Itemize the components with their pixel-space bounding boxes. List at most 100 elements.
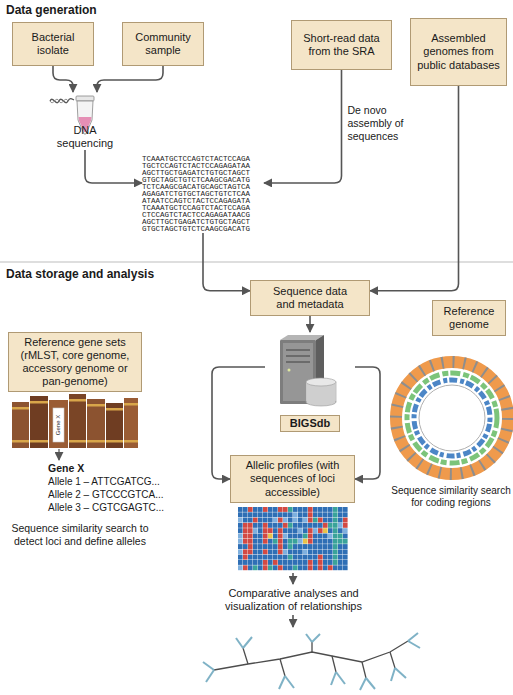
heatmap-cell (288, 512, 293, 517)
heatmap-cell (288, 523, 293, 528)
heatmap-cell (293, 507, 298, 512)
heatmap-cell (283, 544, 288, 549)
heatmap-cell (278, 507, 283, 512)
section-heading: Data generation (6, 3, 97, 17)
illustration-part (332, 656, 336, 672)
heatmap-cell (238, 523, 243, 528)
heatmap-cell (298, 544, 303, 549)
heatmap-cell (338, 539, 343, 544)
heatmap-cell (313, 523, 318, 528)
illustration-part (331, 672, 336, 685)
heatmap-cell (288, 507, 293, 512)
heatmap-cell (338, 507, 343, 512)
heatmap-cell (283, 560, 288, 565)
heatmap-cell (288, 528, 293, 533)
sequence-line: TCAAATGCTCCAGTCTACTCCAGA (142, 156, 264, 163)
heatmap-cell (308, 512, 313, 517)
heatmap-cell (248, 539, 253, 544)
heatmap-cell (253, 528, 258, 533)
phylogenetic-tree (203, 633, 420, 690)
heatmap-cell (273, 523, 278, 528)
source-box: Assembled genomes from public databases (410, 18, 507, 86)
sequence-line: AGCTTGCTGAGATCTGTGCTAGCT (142, 170, 264, 177)
heatmap-cell (318, 555, 323, 560)
heatmap-cell (288, 565, 293, 570)
flow-connector (85, 150, 142, 183)
heatmap-cell (238, 544, 243, 549)
heatmap-cell (303, 518, 308, 523)
heatmap-cell (308, 544, 313, 549)
heatmap-cell (288, 549, 293, 554)
heatmap-cell (268, 565, 273, 570)
section-divider (0, 262, 513, 263)
heatmap-cell (323, 565, 328, 570)
flow-connector (264, 70, 342, 183)
heatmap-cell (343, 544, 348, 549)
heatmap-cell (328, 544, 333, 549)
heatmap-cell (273, 518, 278, 523)
illustration-part (280, 659, 285, 676)
allele-heatmap (238, 507, 348, 570)
heatmap-cell (253, 560, 258, 565)
heatmap-cell (333, 544, 338, 549)
heatmap-cell (293, 549, 298, 554)
heatmap-cell (253, 549, 258, 554)
heatmap-cell (313, 507, 318, 512)
heatmap-cell (248, 555, 253, 560)
heatmap-cell (308, 534, 313, 539)
heatmap-cell (333, 560, 338, 565)
heatmap-cell (328, 507, 333, 512)
flow-connector (203, 233, 250, 291)
heatmap-cell (303, 544, 308, 549)
heatmap-cell (243, 534, 248, 539)
heatmap-cell (263, 512, 268, 517)
heatmap-cell (343, 555, 348, 560)
annotation-text: Sequence similarity search for coding re… (388, 485, 513, 509)
heatmap-cell (248, 544, 253, 549)
heatmap-cell (323, 512, 328, 517)
source-box: Short-read data from the SRA (291, 20, 392, 70)
heatmap-cell (318, 560, 323, 565)
illustration-part (49, 400, 68, 448)
heatmap-cell (278, 512, 283, 517)
heatmap-cell (308, 528, 313, 533)
illustration-part (391, 668, 395, 681)
heatmap-cell (248, 528, 253, 533)
source-box: Community sample (122, 22, 204, 66)
heatmap-cell (278, 544, 283, 549)
heatmap-cell (243, 544, 248, 549)
illustration-part (336, 672, 345, 684)
illustration-part (12, 402, 29, 448)
illustration-part (312, 634, 320, 642)
annotation-text: Sequence similarity search to detect loc… (4, 522, 156, 547)
illustration-part (414, 380, 490, 456)
heatmap-cell (333, 528, 338, 533)
heatmap-cell (328, 523, 333, 528)
heatmap-cell (238, 512, 243, 517)
heatmap-cell (303, 512, 308, 517)
heatmap-cell (238, 560, 243, 565)
heatmap-cell (293, 534, 298, 539)
heatmap-cell (308, 518, 313, 523)
heatmap-cell (298, 539, 303, 544)
heatmap-cell (343, 507, 348, 512)
heatmap-cell (318, 549, 323, 554)
heatmap-cell (333, 507, 338, 512)
illustration-part (53, 408, 64, 442)
heatmap-cell (253, 512, 258, 517)
heatmap-cell (268, 528, 273, 533)
heatmap-cell (338, 528, 343, 533)
heatmap-cell (313, 534, 318, 539)
reference-box: Reference genome (432, 300, 506, 336)
heatmap-cell (343, 523, 348, 528)
flow-connector (309, 316, 311, 332)
sequencing-step: DNA sequencing (45, 92, 125, 150)
heatmap-cell (308, 507, 313, 512)
illustration-part (12, 440, 29, 443)
book-stack (12, 394, 138, 460)
heatmap-cell (253, 518, 258, 523)
heatmap-cell (333, 539, 338, 544)
heatmap-cell (288, 544, 293, 549)
heatmap-cell (258, 539, 263, 544)
heatmap-cell (253, 507, 258, 512)
